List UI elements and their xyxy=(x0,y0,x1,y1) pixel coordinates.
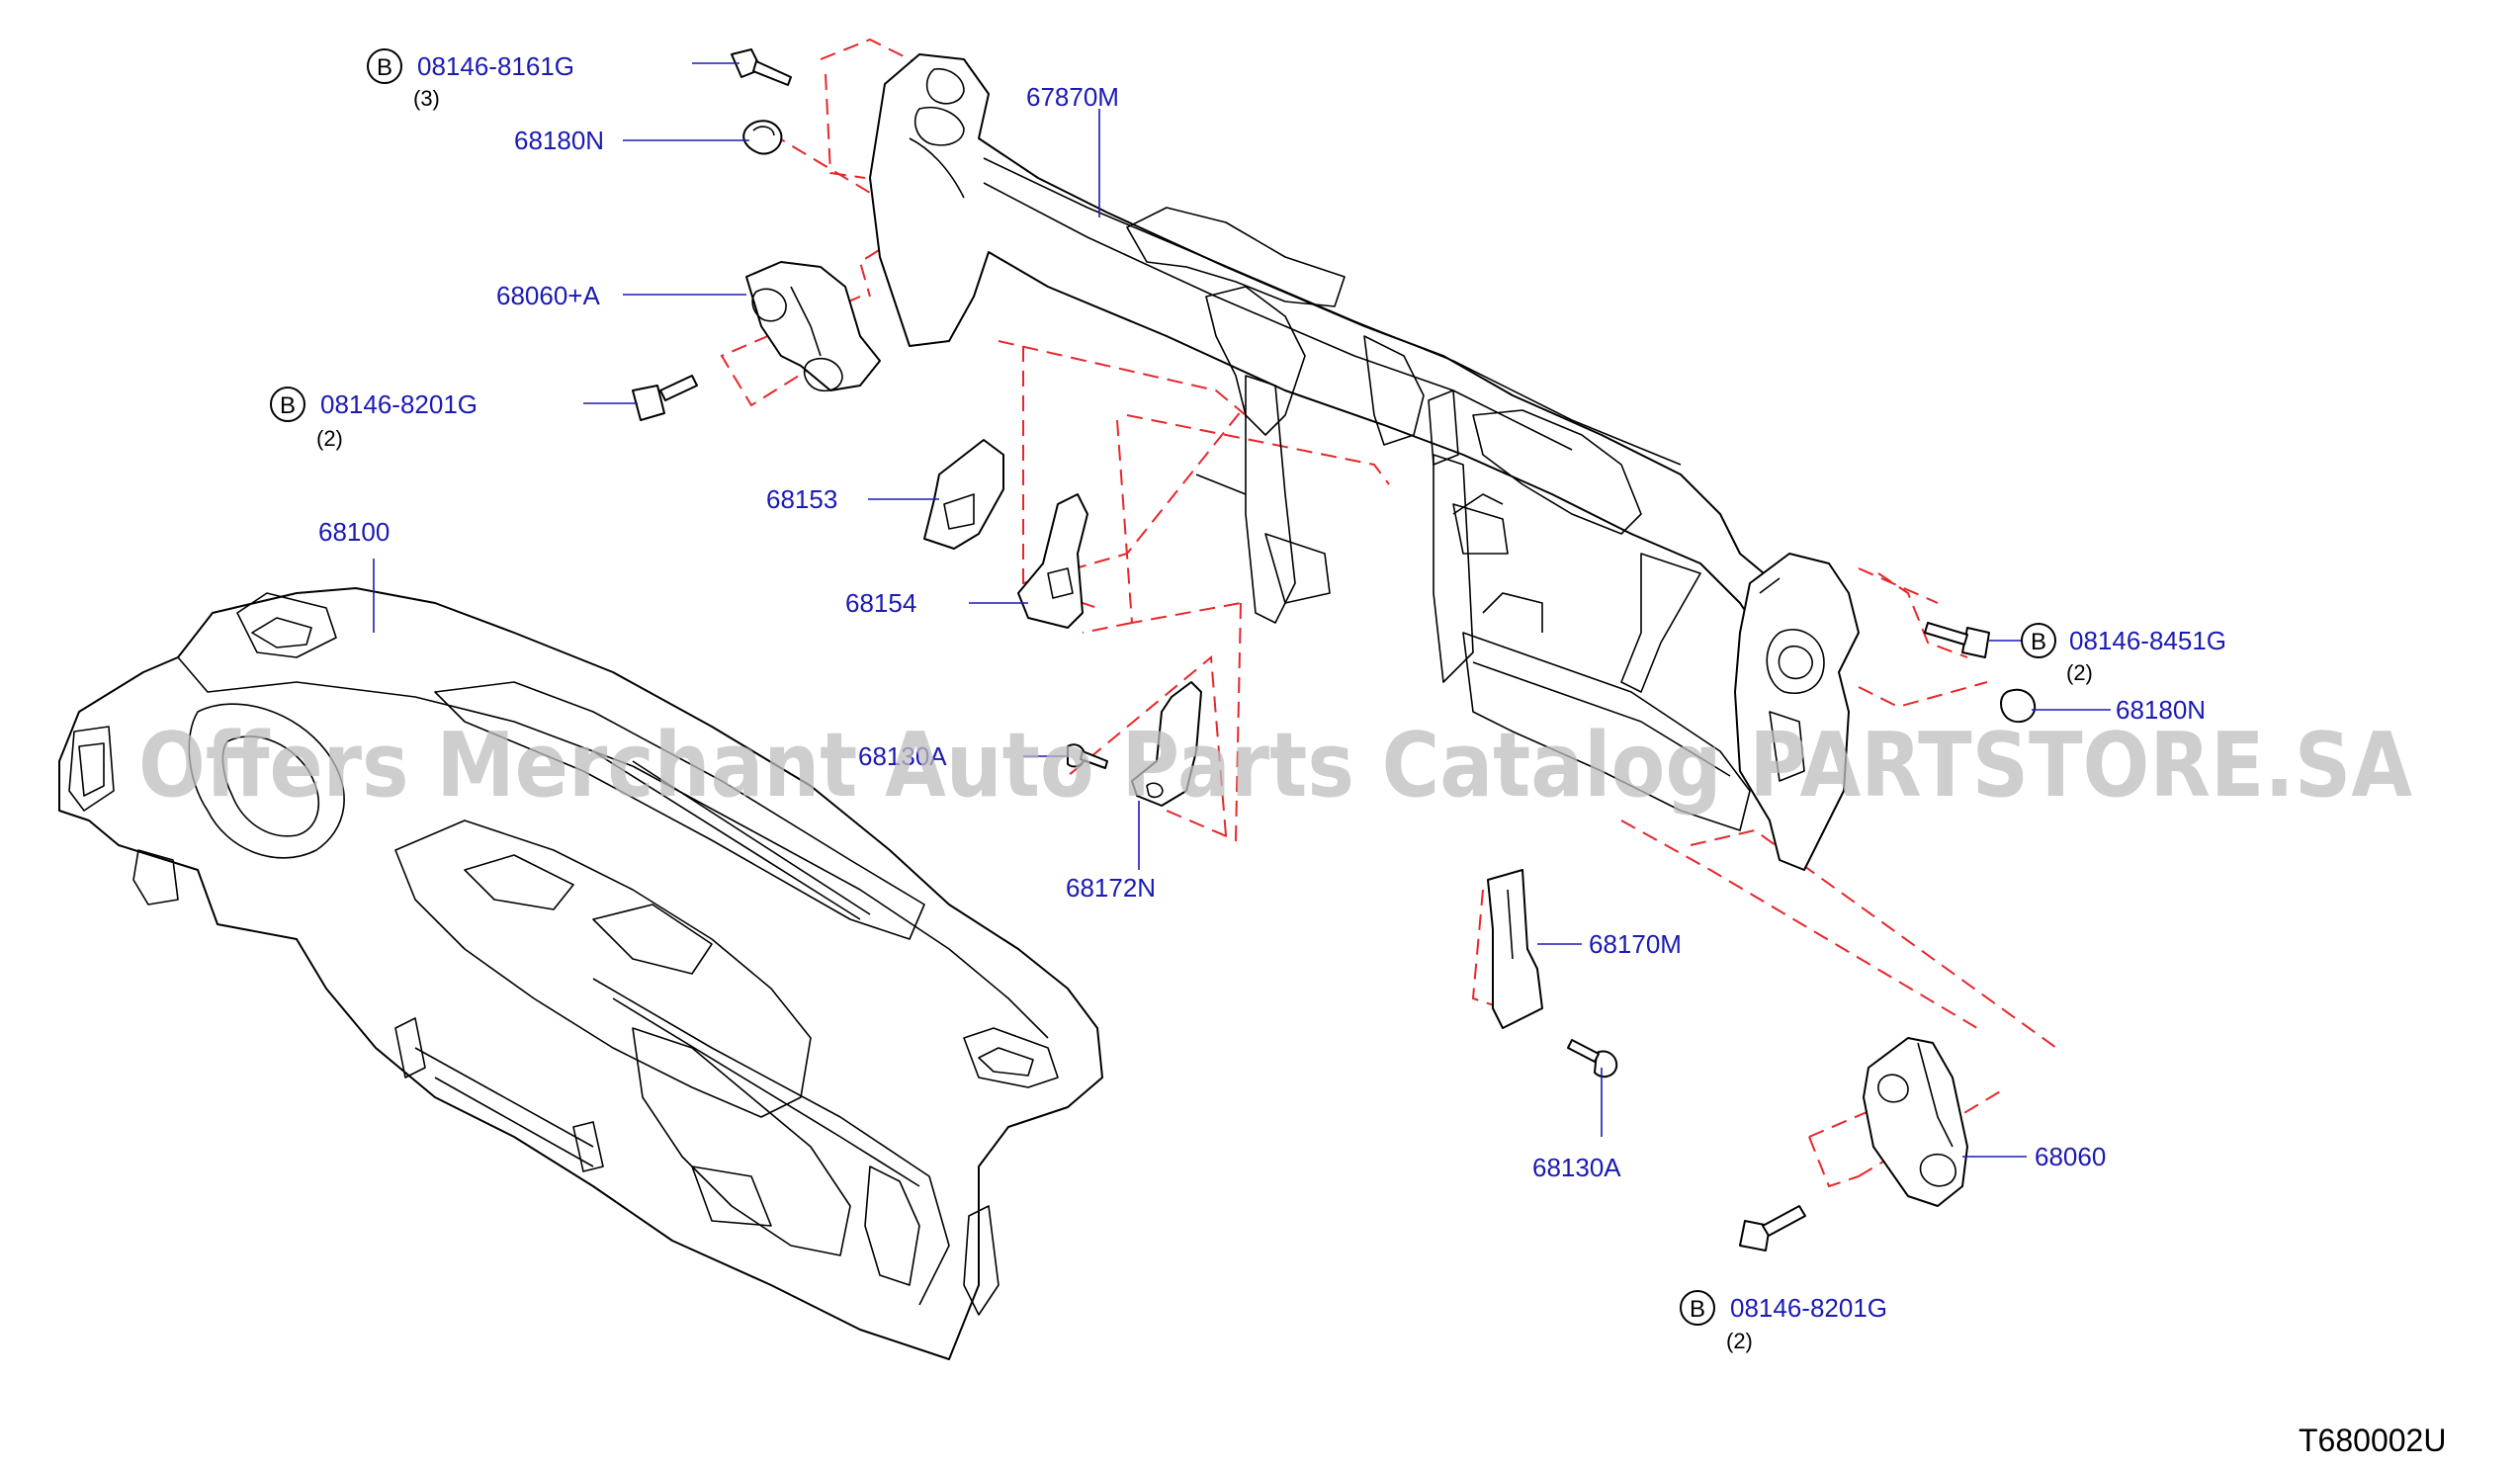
bolt-08146-8161G xyxy=(731,48,792,86)
bolt-08146-8201G-left xyxy=(632,375,698,421)
label-68100[interactable]: 68100 xyxy=(318,517,390,547)
qty-bolt-right: (2) xyxy=(2066,660,2093,685)
qty-bolt-low: (2) xyxy=(1726,1329,1753,1353)
bolt-08146-8451G xyxy=(1924,622,1990,658)
bracket-68172N xyxy=(1131,681,1202,807)
qty-bolt-left: (2) xyxy=(316,426,343,451)
label-68180N-right[interactable]: 68180N xyxy=(2116,695,2206,725)
label-08146-8201G-left[interactable]: 08146-8201G xyxy=(320,389,478,419)
bracket-68060 xyxy=(1863,1037,1968,1207)
label-08146-8161G[interactable]: 08146-8161G xyxy=(417,51,574,81)
leader-lines xyxy=(373,62,2111,1158)
steering-member-67870M xyxy=(869,53,1860,871)
badge-b-top: B xyxy=(377,54,392,81)
label-08146-8201G-low[interactable]: 08146-8201G xyxy=(1730,1293,1887,1323)
bolt-08146-8201G-low xyxy=(1739,1205,1806,1251)
label-68060[interactable]: 68060 xyxy=(2035,1142,2106,1171)
part-labels: B 08146-8161G (3) 68180N 67870M 68060+A … xyxy=(270,48,2226,1353)
badge-circle xyxy=(367,48,402,84)
bracket-68060A xyxy=(745,261,881,392)
screw-68130A-mid xyxy=(1067,743,1108,769)
bracket-68154 xyxy=(1017,493,1088,629)
watermark-text: Offers Merchant Auto Parts Catalog PARTS… xyxy=(138,714,2412,818)
badge-b-left: B xyxy=(280,392,296,419)
bracket-68153 xyxy=(923,439,1004,550)
label-68170M[interactable]: 68170M xyxy=(1589,929,1682,959)
badge-circle xyxy=(1680,1290,1715,1326)
dashboard-panel-68100 xyxy=(58,587,1103,1360)
bracket-68170M xyxy=(1487,869,1543,1029)
qty-bolt-top: (3) xyxy=(413,86,440,111)
label-68172N[interactable]: 68172N xyxy=(1066,873,1156,903)
label-08146-8451G[interactable]: 08146-8451G xyxy=(2069,626,2226,655)
clip-68180N-right xyxy=(2000,688,2037,724)
badge-circle xyxy=(270,387,305,422)
badge-circle xyxy=(2021,623,2056,658)
badge-b-right: B xyxy=(2031,629,2046,655)
badge-b-low: B xyxy=(1690,1296,1705,1323)
label-68153[interactable]: 68153 xyxy=(766,484,837,514)
screw-68130A-low xyxy=(1567,1039,1618,1079)
diagram-code: T680002U xyxy=(2299,1423,2446,1458)
label-68130A-low[interactable]: 68130A xyxy=(1532,1153,1621,1182)
label-68154[interactable]: 68154 xyxy=(845,588,916,618)
label-68180N-top[interactable]: 68180N xyxy=(514,126,604,155)
label-68060A[interactable]: 68060+A xyxy=(496,281,600,310)
clip-68180N-top xyxy=(742,120,783,155)
label-68130A-mid[interactable]: 68130A xyxy=(858,741,947,771)
label-67870M[interactable]: 67870M xyxy=(1026,82,1119,112)
